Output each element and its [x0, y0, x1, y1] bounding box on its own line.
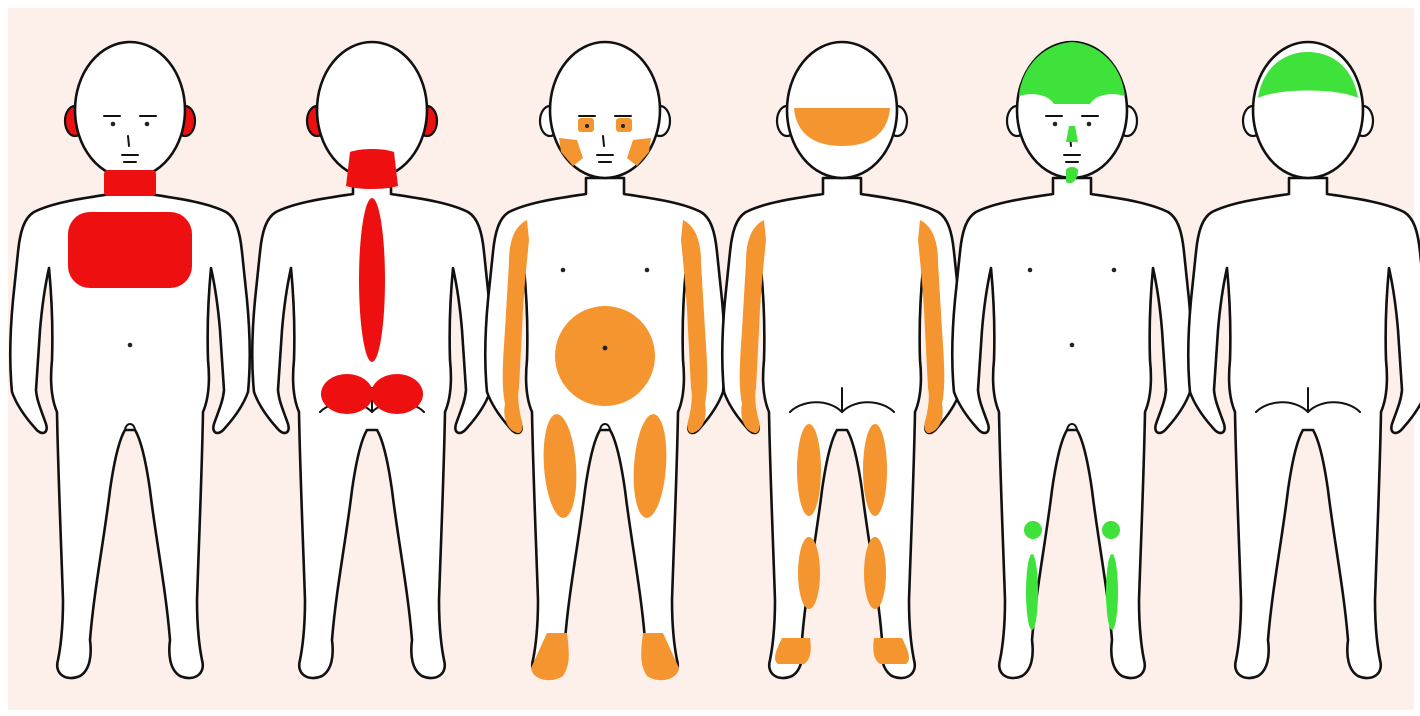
left-heel-highlight: [775, 638, 811, 664]
right-knee-highlight: [1102, 521, 1120, 539]
right-shin-highlight: [1106, 554, 1118, 630]
left-eye-dot: [585, 124, 589, 128]
spine-highlight: [359, 198, 385, 362]
right-calf-highlight: [864, 537, 886, 609]
back-neck-highlight: [346, 149, 398, 189]
right-nipple: [645, 268, 650, 273]
right-eye: [145, 122, 150, 127]
right-eye: [1087, 122, 1092, 127]
left-back-thigh-highlight: [797, 424, 821, 516]
right-back-thigh-highlight: [863, 424, 887, 516]
right-eye-dot: [621, 124, 625, 128]
right-buttock-highlight: [371, 374, 423, 414]
left-eye: [111, 122, 116, 127]
left-knee-highlight: [1024, 521, 1042, 539]
right-heel-highlight: [873, 638, 909, 664]
left-nipple: [1028, 268, 1033, 273]
nose-line: [603, 136, 604, 146]
left-shin-highlight: [1026, 554, 1038, 630]
head-outline: [75, 42, 185, 178]
nose-line: [128, 136, 129, 146]
left-calf-highlight: [798, 537, 820, 609]
abdomen-navel: [603, 346, 608, 351]
navel: [128, 343, 133, 348]
abdomen-highlight: [555, 306, 655, 406]
chest-highlight: [68, 212, 192, 288]
right-nipple: [1112, 268, 1117, 273]
left-buttock-highlight: [321, 374, 373, 414]
neck-highlight: [104, 170, 156, 196]
navel: [1070, 343, 1075, 348]
left-eye: [1053, 122, 1058, 127]
left-nipple: [561, 268, 566, 273]
